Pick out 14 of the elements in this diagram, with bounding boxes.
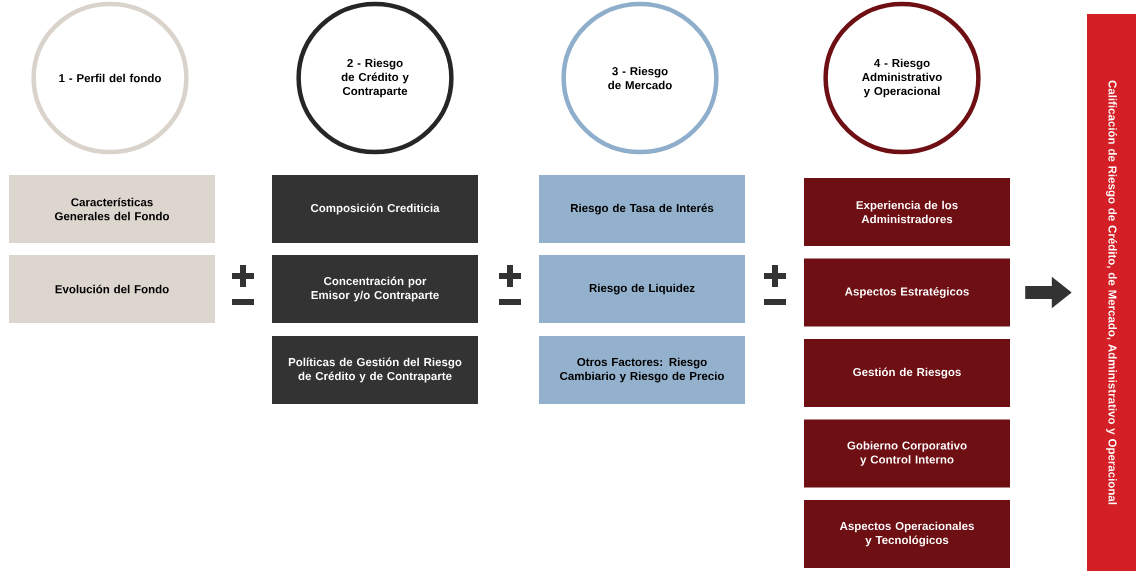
result-band: Calificación de Riesgo de Crédito, de Mercado, Administrativo y Operacional <box>1087 14 1136 571</box>
factor-box: Políticas de Gestión del Riesgo de Crédito y de Contraparte <box>272 336 478 404</box>
factor-box: Concentración por Emisor y/o Contraparte <box>272 255 478 323</box>
factor-box: Riesgo de Liquidez <box>539 255 745 323</box>
factor-box: Riesgo de Tasa de Interés <box>539 175 745 243</box>
factor-box: Gobierno Corporativo y Control Interno <box>804 419 1010 488</box>
factor-box: Evolución del Fondo <box>9 255 215 323</box>
factor-box: Aspectos Estratégicos <box>804 258 1010 327</box>
factor-box: Gestión de Riesgos <box>804 339 1010 407</box>
factor-box: Composición Crediticia <box>272 175 478 243</box>
factor-box: Experiencia de los Administradores <box>804 178 1010 246</box>
factor-box: Aspectos Operacionales y Tecnológicos <box>804 500 1010 568</box>
factor-box: Características Generales del Fondo <box>9 175 215 243</box>
factor-box: Otros Factores: Riesgo Cambiario y Riesgo de Precio <box>539 336 745 404</box>
